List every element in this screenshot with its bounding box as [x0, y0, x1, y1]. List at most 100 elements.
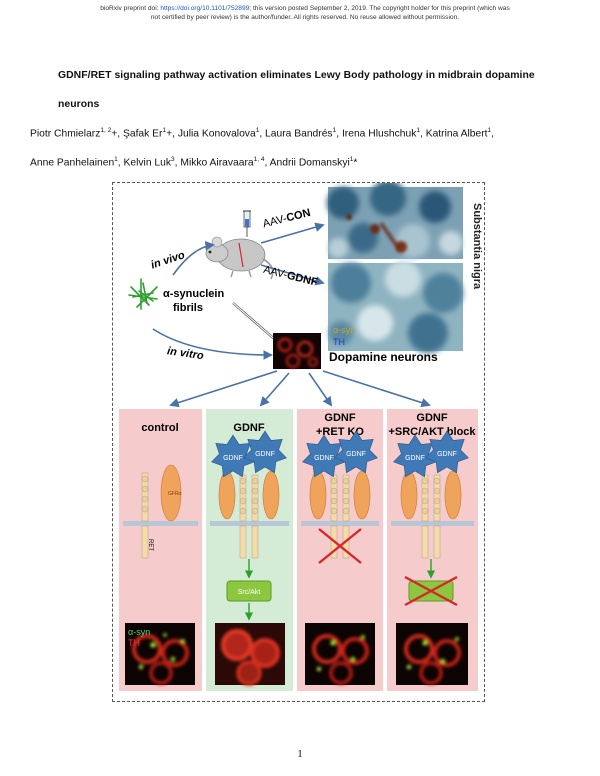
cadherin-domain: [342, 477, 350, 485]
author-affiliation: 1: [162, 127, 167, 134]
micro-th-label: TH: [333, 337, 345, 347]
author-name: Piotr Chmielarz: [30, 128, 101, 140]
author-affiliation: 1: [114, 156, 118, 163]
gfra-oval: [353, 470, 371, 520]
membrane-src-block: [391, 521, 474, 526]
arrow-to-src-block: [322, 370, 431, 408]
cadherin-domain: [330, 487, 338, 495]
cadherin-domain: [421, 497, 429, 505]
arrow-aav-gdnf: [260, 264, 325, 286]
panel-title-src-1: GDNF: [416, 412, 447, 424]
gfra-oval: [444, 470, 462, 520]
micro-bottom-ret-ko: [305, 623, 375, 685]
ret-kinase: [251, 525, 259, 559]
svg-text:α-syn: α-syn: [128, 627, 150, 637]
author-name: *: [353, 157, 358, 169]
svg-text:TH: TH: [128, 638, 140, 648]
page-number: 1: [297, 748, 303, 760]
cadherin-domain: [239, 497, 247, 505]
cadherin-domain: [433, 497, 441, 505]
svg-text:GFRα: GFRα: [168, 491, 182, 497]
cadherin-domain: [251, 477, 259, 485]
arrow-to-control: [169, 370, 278, 408]
gfra-oval: [400, 470, 418, 520]
gdnf-star: [243, 430, 287, 474]
cadherin-domain: [433, 477, 441, 485]
gfra-oval: [218, 470, 236, 520]
author-name: , Mikko Airavaara: [174, 157, 254, 169]
panel-title-ret-ko-2: +RET KO: [316, 426, 364, 438]
membrane-ret-ko: [301, 521, 379, 526]
notice-line2: not certified by peer review) is the aut…: [150, 13, 460, 21]
cadherin-domain: [421, 487, 429, 495]
preprint-notice: bioRxiv preprint doi: https://doi.org/10…: [60, 5, 550, 22]
cadherin-domain: [251, 507, 259, 515]
ret-kinase: [239, 525, 247, 559]
gdnf-star: [302, 434, 346, 478]
ret-receptor-control: RET: [141, 472, 153, 559]
gdnf-star-label: GDNF: [346, 451, 366, 458]
cadherin-domain: [342, 507, 350, 515]
arrow-in-vivo: [172, 240, 215, 276]
src-akt-box-gdnf: [226, 580, 272, 602]
author-affiliation: 1: [255, 127, 260, 134]
cadherin-domain: [251, 497, 259, 505]
ret-kinase: [433, 525, 441, 559]
author-name: +, Şafak Er: [111, 128, 163, 140]
cadherin-domain: [239, 477, 247, 485]
figure-svg: α-syn TH Substantia nigra: [119, 180, 483, 691]
panel-title-src-2: +SRC/AKT block: [388, 426, 476, 438]
gdnf-star-label: GDNF: [437, 451, 457, 458]
author-name: , Irena Hlushchuk: [336, 128, 417, 140]
author-name: , Kelvin Luk: [117, 157, 172, 169]
author-affiliation: 1: [332, 127, 337, 134]
author-name: , Laura Bandrés: [259, 128, 333, 140]
author-affiliation: 1: [349, 156, 354, 163]
cadherin-domain: [330, 497, 338, 505]
gdnf-star-label: GDNF: [405, 455, 425, 462]
cadherin-domain: [421, 477, 429, 485]
substantia-nigra-label: Substantia nigra: [471, 203, 483, 290]
author-name: , Andrii Domanskyi: [264, 157, 350, 169]
arrow-to-ret-ko: [308, 372, 333, 407]
dopamine-neurons-label: Dopamine neurons: [329, 350, 438, 364]
gdnf-star-label: GDNF: [314, 455, 334, 462]
gfra-oval: [309, 470, 327, 520]
cadherin-domain: [239, 487, 247, 495]
author-name: Anne Panhelainen: [30, 157, 115, 169]
gdnf-star: [393, 434, 437, 478]
block-cross-2: [404, 575, 458, 607]
syringe-icon: [243, 210, 251, 237]
arrow-aav-con: [260, 222, 325, 244]
ret-ko-cross-2: [318, 528, 362, 564]
authors-line1: Piotr Chmielarz1, 2+, Şafak Er1+, Julia …: [30, 127, 575, 139]
author-affiliation: 1: [416, 127, 420, 134]
notice-suffix: ; this version posted September 2, 2019.…: [249, 5, 510, 12]
gdnf-star: [334, 430, 378, 474]
arrow-in-vitro: [152, 328, 273, 360]
svg-text:RET: RET: [147, 539, 153, 551]
authors-line2: Anne Panhelainen1, Kelvin Luk3, Mikko Ai…: [30, 156, 575, 168]
neuron-image: [273, 333, 321, 369]
doi-link[interactable]: https://doi.org/10.1101/752899: [160, 5, 250, 12]
author-affiliation: 1: [487, 127, 492, 134]
fibrils-label-line2: fibrils: [173, 302, 203, 314]
author-name: +, Julia Konovalova: [166, 128, 256, 140]
gdnf-complex-2: GDNF GDNF: [393, 430, 469, 559]
cadherin-domain: [239, 507, 247, 515]
micrograph-gdnf: α-syn TH: [328, 261, 463, 353]
cadherin-domain: [330, 477, 338, 485]
membrane-gdnf: [210, 521, 289, 526]
gfra-control: [160, 464, 182, 522]
cadherin-domain: [342, 497, 350, 505]
cadherin-domain: [251, 487, 259, 495]
arrow-to-gdnf: [259, 372, 290, 407]
gdnf-complex-1: GDNF GDNF: [302, 430, 378, 559]
micro-asyn-label: α-syn: [333, 325, 355, 335]
micro-bottom-gdnf: [215, 623, 285, 686]
cadherin-domain: [433, 507, 441, 515]
panel-title-control: control: [141, 422, 178, 434]
cadherin-domain: [433, 487, 441, 495]
gdnf-star: [211, 434, 255, 478]
